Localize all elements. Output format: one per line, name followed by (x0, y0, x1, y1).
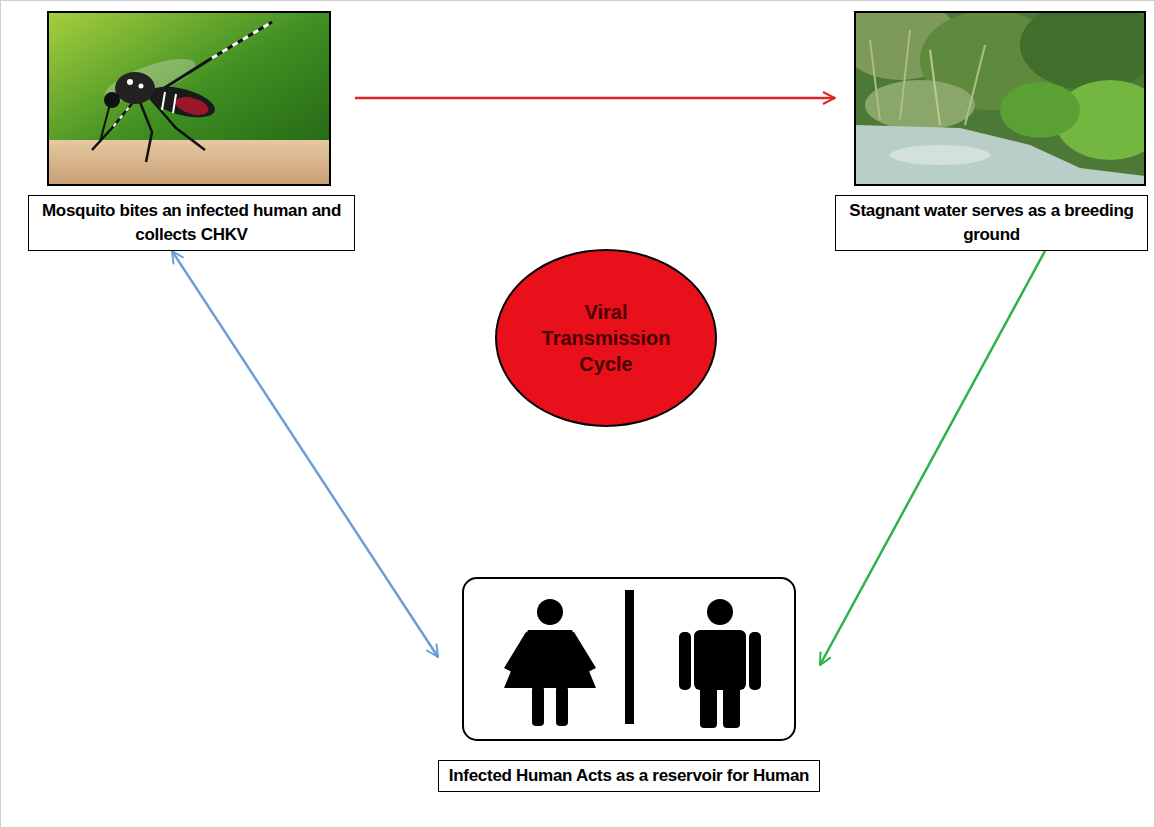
blood-meal (174, 94, 211, 118)
icon-leg (723, 686, 740, 728)
abdomen-stripe (173, 94, 176, 113)
connector-arrow (355, 97, 835, 100)
divider-bar (625, 590, 634, 724)
icon-head (537, 599, 563, 625)
icon-arm (679, 632, 691, 690)
thorax-spot (139, 84, 144, 89)
grass (865, 80, 975, 130)
icon-head (707, 599, 733, 625)
connector-arrow (820, 251, 1045, 665)
water-photo (855, 12, 1145, 185)
foliage (1020, 12, 1145, 90)
icon-arm (749, 632, 761, 690)
captioned-figure: Mosquito bites an infected human and col… (28, 12, 355, 251)
water-reflection (890, 145, 990, 165)
caption-text: Stagnant water serves as a breeding grou… (835, 195, 1148, 251)
mosquito-hind-leg (158, 22, 272, 92)
connector-arrow (172, 251, 438, 657)
ellipse-shape (496, 250, 716, 426)
skin-surface (48, 140, 330, 185)
icon-arm (504, 632, 534, 672)
caption-text: Mosquito bites an infected human and col… (28, 195, 355, 251)
grass-blade (900, 30, 910, 120)
icon-leg (532, 686, 544, 726)
mosquito-proboscis (100, 104, 110, 142)
male-icon (679, 599, 761, 728)
thorax-spot (127, 79, 133, 85)
captioned-figure: Stagnant water serves as a breeding grou… (835, 12, 1148, 251)
icon-frame (463, 578, 795, 740)
grass-blade (930, 50, 940, 125)
bush (1000, 82, 1080, 138)
cycle-ellipse: Viral Transmission Cycle (494, 248, 718, 428)
icon-leg (556, 686, 568, 726)
grass-blade (870, 40, 880, 120)
icon-arm (566, 632, 596, 672)
caption-text: Infected Human Acts as a reservoir for H… (438, 760, 820, 792)
leg-bands (212, 22, 272, 58)
captioned-figure: Infected Human Acts as a reservoir for H… (438, 578, 820, 792)
mosquito-head (104, 92, 120, 108)
mosquito-thorax (115, 72, 155, 104)
female-icon (504, 599, 596, 726)
stagnant-water (855, 125, 1145, 185)
mosquito-abdomen (146, 81, 218, 124)
cycle-title: Viral Transmission Cycle (536, 299, 676, 377)
icon-dress (504, 630, 596, 688)
grass-blade (965, 45, 985, 125)
photo-background (48, 12, 330, 185)
mosquito-photo (48, 12, 330, 185)
icon-leg (700, 686, 717, 728)
abdomen-stripe (162, 92, 165, 110)
mosquito-leg (140, 102, 152, 162)
photo-frame (855, 12, 1145, 185)
icon-torso (694, 630, 746, 690)
photo-frame (48, 12, 330, 185)
